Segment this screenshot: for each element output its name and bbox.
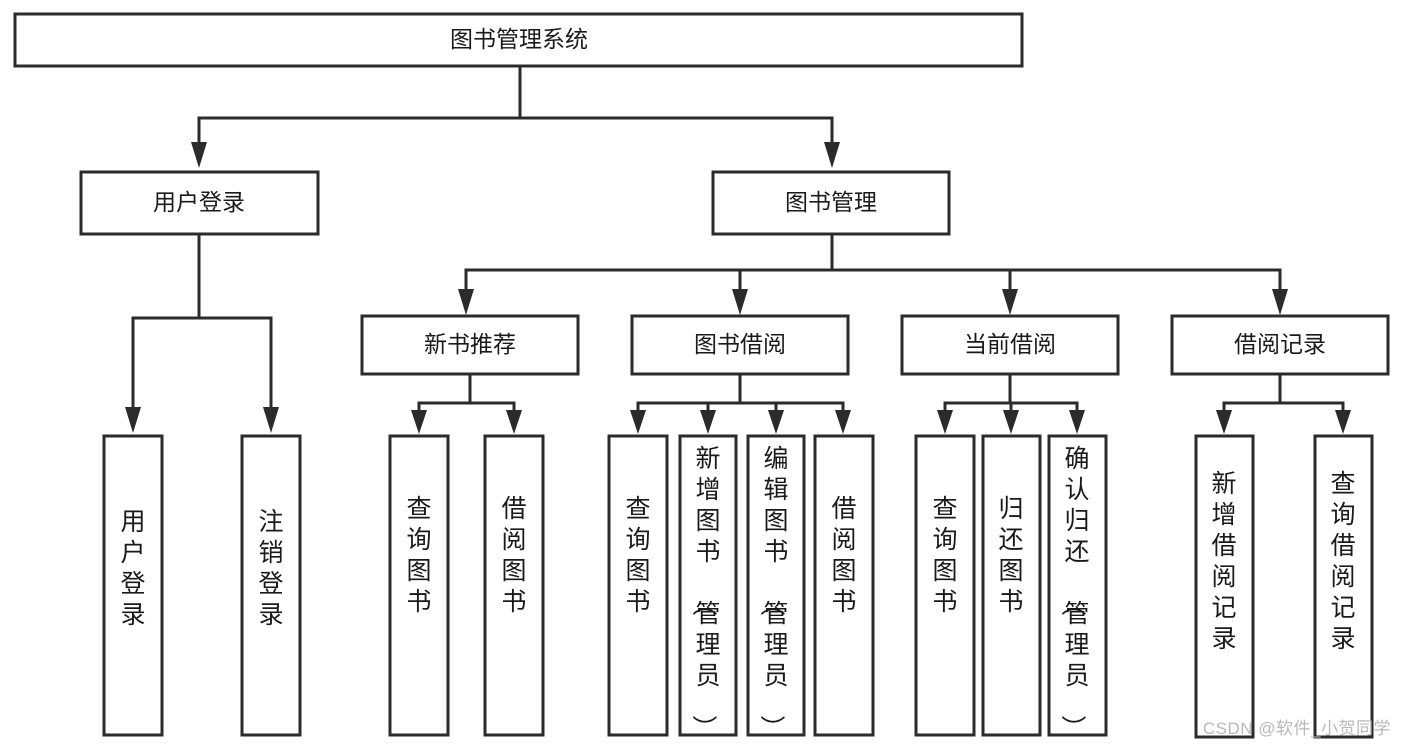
arrowhead-nb-leaf-1 — [411, 410, 427, 434]
leaf-cb-return-book-label: 归还图书 — [998, 495, 1023, 616]
node-book-manage-box[interactable] — [711, 170, 951, 236]
node-book-borrow-box[interactable] — [630, 314, 850, 376]
node-current-borrow-label: 当前借阅 — [964, 331, 1056, 357]
leaf-node[interactable]: 新增借阅记录 — [1194, 434, 1255, 739]
leaf-node[interactable]: 归还图书 — [981, 434, 1042, 737]
leaf-node[interactable]: 确认归还（管理员） — [1047, 434, 1108, 740]
node-book-manage-label: 图书管理 — [785, 189, 877, 215]
leaf-bb-query-book-box[interactable] — [607, 434, 669, 737]
leaf-cb-confirm-return-box[interactable] — [1047, 434, 1108, 737]
leaf-br-add-record-box[interactable] — [1194, 434, 1255, 739]
node-root-box[interactable] — [13, 12, 1024, 68]
leaf-node[interactable]: 查询借阅记录 — [1313, 434, 1374, 739]
node-user-login[interactable]: 用户登录 — [79, 170, 320, 236]
arrowhead-nb-leaf-2 — [506, 410, 522, 434]
node-user-login-label: 用户登录 — [153, 189, 245, 215]
arrowhead-bb-leaf-2 — [700, 410, 716, 434]
leaf-cb-confirm-return-label: 确认归还（管理员） — [1058, 445, 1089, 740]
node-borrow-record-label: 借阅记录 — [1234, 331, 1326, 357]
leaf-node[interactable]: 注销登录 — [240, 434, 302, 737]
node-new-book-recommend[interactable]: 新书推荐 — [360, 314, 580, 376]
arrowhead-leaf-user-login — [125, 407, 141, 433]
node-book-borrow-label: 图书借阅 — [694, 331, 786, 357]
arrowhead-new-book — [458, 289, 474, 315]
leaf-bb-edit-book-box[interactable] — [746, 434, 806, 737]
arrowhead-user-login — [191, 142, 207, 168]
leaf-user-login-label: 用户登录 — [120, 508, 145, 629]
leaf-cb-query-book-label: 查询图书 — [932, 495, 957, 616]
leaf-user-login-box[interactable] — [102, 434, 164, 737]
arrowhead-cb-leaf-3 — [1069, 410, 1085, 434]
leaf-bb-edit-book-label: 编辑图书（管理员） — [757, 445, 788, 740]
arrowhead-current-borrow — [1002, 289, 1018, 315]
leaf-bb-query-book-label: 查询图书 — [625, 495, 650, 616]
arrowhead-br-leaf-2 — [1335, 410, 1351, 434]
leaf-node[interactable]: 查询图书 — [914, 434, 976, 737]
connector-layer — [125, 64, 1351, 434]
leaf-bb-borrow-book-box[interactable] — [813, 434, 875, 737]
leaf-bb-borrow-book-label: 借阅图书 — [831, 495, 856, 616]
node-new-book-recommend-box[interactable] — [360, 314, 580, 376]
leaf-cb-return-book-box[interactable] — [981, 434, 1042, 737]
arrowhead-leaf-logout — [263, 407, 279, 433]
leaf-node[interactable]: 用户登录 — [102, 434, 164, 737]
node-borrow-record-box[interactable] — [1170, 314, 1390, 376]
node-root[interactable]: 图书管理系统 — [13, 12, 1024, 68]
arrowhead-cb-leaf-2 — [1003, 410, 1019, 434]
arrowhead-br-leaf-1 — [1216, 410, 1232, 434]
leaf-node[interactable]: 借阅图书 — [813, 434, 875, 737]
node-root-label: 图书管理系统 — [450, 26, 588, 52]
arrowhead-bb-leaf-4 — [835, 410, 851, 434]
leaf-nb-borrow-book-box[interactable] — [483, 434, 545, 737]
node-new-book-recommend-label: 新书推荐 — [424, 331, 516, 357]
leaf-nb-query-book-label: 查询图书 — [406, 495, 431, 616]
leaf-nb-borrow-book-label: 借阅图书 — [501, 495, 526, 616]
arrowhead-bb-leaf-1 — [630, 410, 646, 434]
leaf-bb-add-book-box[interactable] — [678, 434, 738, 737]
leaf-node[interactable]: 编辑图书（管理员） — [746, 434, 806, 740]
leaf-node[interactable]: 查询图书 — [388, 434, 450, 737]
leaf-br-query-record-box[interactable] — [1313, 434, 1374, 739]
leaf-bb-add-book-label: 新增图书（管理员） — [689, 445, 720, 740]
leaf-logout-box[interactable] — [240, 434, 302, 737]
leaf-node[interactable]: 查询图书 — [607, 434, 669, 737]
node-user-login-box[interactable] — [79, 170, 320, 236]
arrowhead-book-borrow — [732, 289, 748, 315]
leaf-logout-label: 注销登录 — [258, 508, 283, 629]
leaf-br-query-record-label: 查询借阅记录 — [1330, 470, 1355, 653]
leaf-node[interactable]: 借阅图书 — [483, 434, 545, 737]
leaf-nb-query-book-box[interactable] — [388, 434, 450, 737]
leaf-cb-query-book-box[interactable] — [914, 434, 976, 737]
arrowhead-bb-leaf-3 — [768, 410, 784, 434]
node-book-manage[interactable]: 图书管理 — [711, 170, 951, 236]
leaf-node[interactable]: 新增图书（管理员） — [678, 434, 738, 740]
node-borrow-record[interactable]: 借阅记录 — [1170, 314, 1390, 376]
arrowhead-borrow-record — [1272, 289, 1288, 315]
node-current-borrow-box[interactable] — [900, 314, 1120, 376]
arrowhead-book-manage — [824, 142, 840, 168]
arrowhead-cb-leaf-1 — [937, 410, 953, 434]
node-book-borrow[interactable]: 图书借阅 — [630, 314, 850, 376]
leaf-br-add-record-label: 新增借阅记录 — [1211, 470, 1236, 653]
node-current-borrow[interactable]: 当前借阅 — [900, 314, 1120, 376]
